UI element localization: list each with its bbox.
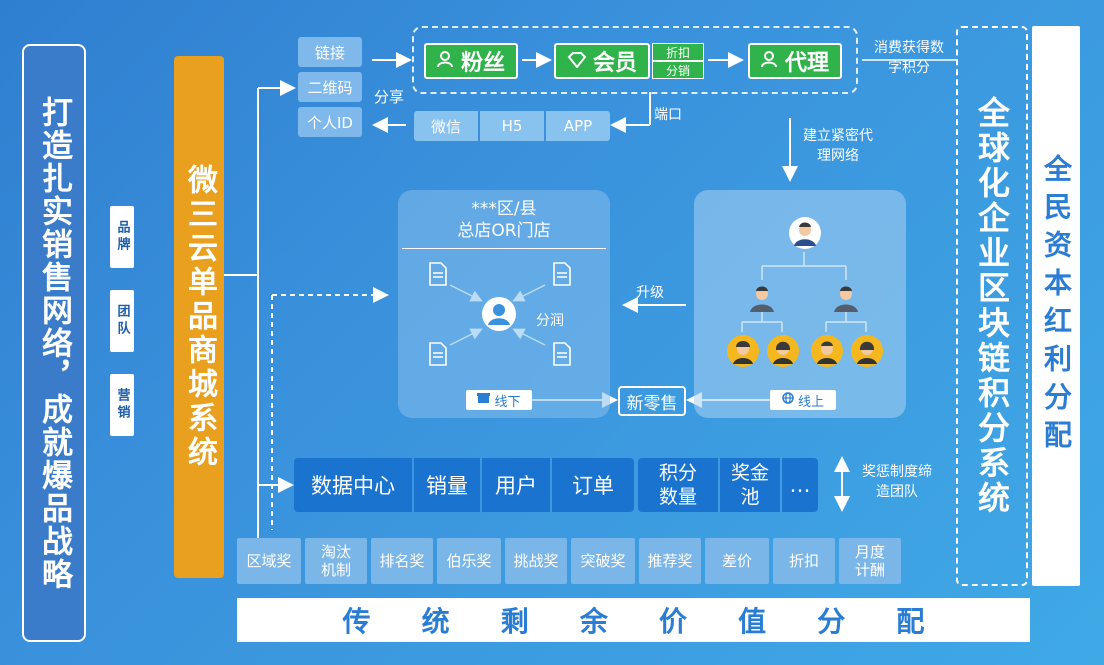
points-block: 积分数量 bbox=[638, 458, 718, 512]
store-title-line1: ***区/县 bbox=[471, 199, 537, 219]
capital-dividend-text: 全民资本红利分配 bbox=[1040, 154, 1073, 458]
document-icon bbox=[552, 342, 572, 370]
blockchain-points-text: 全球化企业区块链积分系统 bbox=[973, 96, 1011, 516]
fans-label: 粉丝 bbox=[460, 51, 505, 76]
tag-marketing: 营销 bbox=[110, 374, 134, 436]
mall-system-title: 微三云单品商城系统 bbox=[182, 164, 217, 470]
upgrade-label: 升级 bbox=[636, 285, 664, 301]
award-region: 区域奖 bbox=[237, 538, 301, 584]
member-button: 会员 bbox=[554, 43, 650, 79]
share-label: 分享 bbox=[374, 88, 405, 106]
consume-label: 消费获得数字积分 bbox=[874, 40, 944, 76]
award-discount: 折扣 bbox=[773, 538, 835, 584]
prize-pool-block: 奖金池 bbox=[720, 458, 780, 512]
award-monthly: 月度计酬 bbox=[839, 538, 901, 584]
award-breakthrough: 突破奖 bbox=[571, 538, 635, 584]
share-link-chip: 链接 bbox=[298, 37, 362, 67]
profit-label: 分润 bbox=[536, 313, 564, 329]
store-title: ***区/县 总店OR门店 bbox=[398, 198, 610, 242]
left-title-text: 打造扎实销售网络，成就爆品战略 bbox=[36, 95, 72, 591]
tag-marketing-text: 营销 bbox=[114, 388, 130, 422]
document-icon bbox=[552, 262, 572, 290]
agent-icon bbox=[760, 49, 779, 74]
award-referral: 推荐奖 bbox=[639, 538, 701, 584]
online-label: 线上 bbox=[797, 394, 824, 410]
store-divider bbox=[402, 248, 606, 249]
globe-icon bbox=[782, 392, 794, 408]
offline-label: 线下 bbox=[494, 394, 521, 410]
diamond-icon bbox=[567, 49, 587, 74]
agent-label: 代理 bbox=[784, 51, 829, 76]
bottom-distribution-bar: 传 统 剩 余 价 值 分 配 bbox=[237, 598, 1030, 642]
store-title-line2: 总店OR门店 bbox=[457, 221, 551, 241]
discount-tag: 折扣 bbox=[652, 43, 704, 61]
tag-brand: 品牌 bbox=[110, 206, 134, 268]
new-retail-box: 新零售 bbox=[618, 386, 686, 416]
agent-button: 代理 bbox=[748, 43, 842, 79]
bottom-char: 配 bbox=[896, 605, 925, 638]
sales-block: 销量 bbox=[414, 458, 480, 512]
tag-team: 团队 bbox=[110, 290, 134, 352]
bottom-char: 传 bbox=[342, 605, 371, 638]
award-price-diff: 差价 bbox=[705, 538, 769, 584]
award-elimination: 淘汰机制 bbox=[305, 538, 367, 584]
boss-avatar-icon bbox=[788, 216, 822, 256]
blockchain-points-title: 全球化企业区块链积分系统 bbox=[956, 26, 1028, 586]
online-tag: 线上 bbox=[770, 390, 836, 410]
award-mentor: 伯乐奖 bbox=[437, 538, 501, 584]
member-avatar-icon bbox=[810, 334, 844, 372]
award-ranking: 排名奖 bbox=[371, 538, 433, 584]
distribution-tag: 分销 bbox=[652, 61, 704, 79]
network-label: 建立紧密代理网络 bbox=[803, 128, 873, 164]
award-challenge: 挑战奖 bbox=[505, 538, 567, 584]
bottom-char: 余 bbox=[579, 605, 608, 638]
port-wechat: 微信 bbox=[414, 111, 478, 141]
data-center-block: 数据中心 bbox=[294, 458, 412, 512]
tag-brand-text: 品牌 bbox=[114, 220, 130, 254]
member-avatar-icon bbox=[726, 334, 760, 372]
offline-tag: 线下 bbox=[466, 390, 532, 410]
reward-label: 奖惩制度缔造团队 bbox=[862, 464, 932, 500]
port-label: 端口 bbox=[654, 107, 682, 123]
users-block: 用户 bbox=[482, 458, 550, 512]
orders-block: 订单 bbox=[552, 458, 634, 512]
tag-team-text: 团队 bbox=[114, 304, 130, 338]
share-id-chip: 个人ID bbox=[298, 107, 362, 137]
bottom-char: 值 bbox=[738, 605, 767, 638]
document-icon bbox=[428, 262, 448, 290]
fans-button: 粉丝 bbox=[424, 43, 518, 79]
mall-system-bar: 微三云单品商城系统 bbox=[174, 56, 224, 578]
store-icon bbox=[477, 392, 491, 408]
left-vertical-title: 打造扎实销售网络，成就爆品战略 bbox=[22, 44, 86, 642]
manager-avatar-icon bbox=[830, 282, 862, 318]
user-avatar-icon bbox=[481, 296, 517, 336]
manager-avatar-icon bbox=[746, 282, 778, 318]
bottom-char: 价 bbox=[659, 605, 688, 638]
bottom-char: 统 bbox=[421, 605, 450, 638]
funnel-dashed-box bbox=[412, 26, 858, 94]
member-avatar-icon bbox=[850, 334, 884, 372]
document-icon bbox=[428, 342, 448, 370]
port-app: APP bbox=[546, 111, 610, 141]
more-block: … bbox=[782, 458, 818, 512]
bottom-char: 剩 bbox=[500, 605, 529, 638]
share-qrcode-chip: 二维码 bbox=[298, 72, 362, 102]
bottom-char: 分 bbox=[817, 605, 846, 638]
member-avatar-icon bbox=[766, 334, 800, 372]
capital-dividend-title: 全民资本红利分配 bbox=[1032, 26, 1080, 586]
port-h5: H5 bbox=[480, 111, 544, 141]
member-label: 会员 bbox=[592, 51, 637, 76]
user-plus-icon bbox=[436, 49, 455, 74]
